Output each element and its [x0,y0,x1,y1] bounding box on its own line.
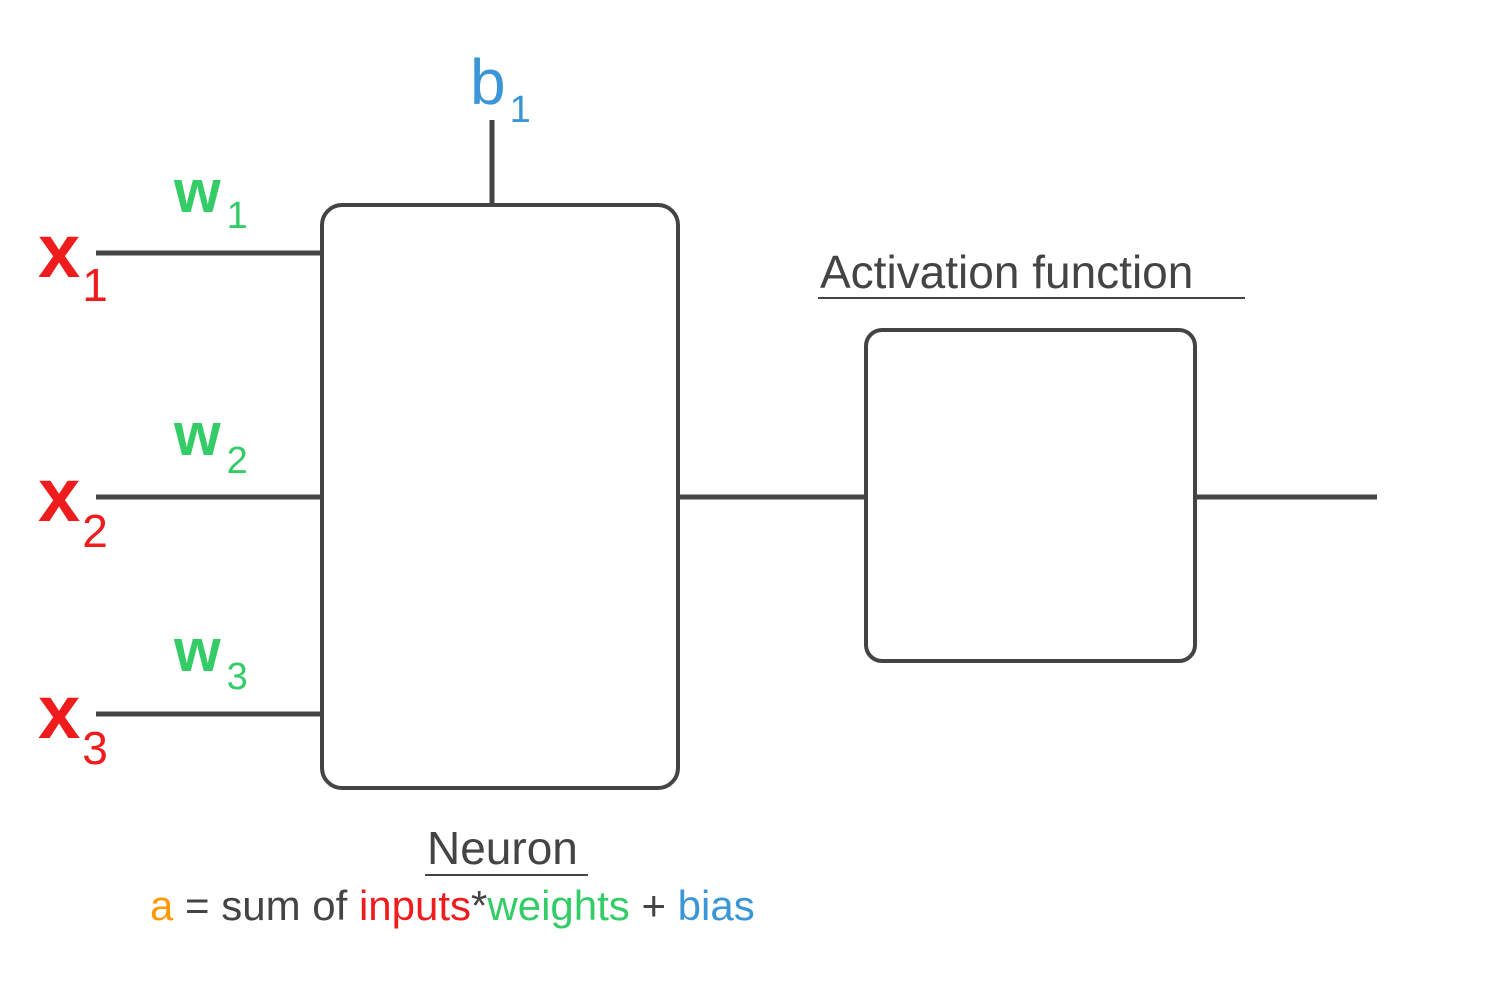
formula-inputs: inputs [359,882,471,929]
formula-eq: = sum of [173,882,359,929]
neuron-formula: a = sum of inputs*weights + bias [150,882,755,929]
formula-star: * [471,882,487,929]
input-label-1: x1 [38,209,108,311]
activation-function-box [864,328,1197,663]
formula-a: a [150,882,174,929]
input-label-3: x3 [38,670,108,774]
formula-weights: weights [486,882,629,929]
formula-bias: bias [678,882,755,929]
neuron-title: Neuron [427,822,578,874]
input-label-2: x2 [38,453,108,557]
activation-function-title: Activation function [820,246,1193,298]
neuron-box [320,203,680,790]
formula-plus: + [630,882,678,929]
